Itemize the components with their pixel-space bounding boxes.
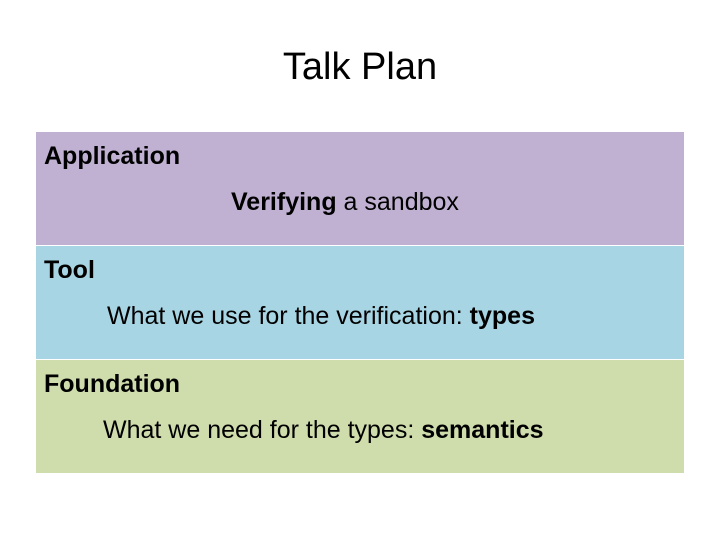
section-heading-tool: Tool [44,256,95,284]
section-tool: Tool What we use for the verification: t… [36,246,684,359]
section-detail-application: Verifying a sandbox [231,186,459,218]
slide-title: Talk Plan [282,46,438,88]
section-heading-application: Application [44,142,181,170]
section-detail-tool: What we use for the verification: types [107,300,535,332]
section-heading-foundation: Foundation [44,370,181,398]
detail-emphasis: semantics [421,416,544,444]
detail-emphasis: types [469,302,535,330]
detail-text: a sandbox [336,188,459,216]
section-detail-foundation: What we need for the types: semantics [103,414,544,446]
detail-text: What we need for the types: [103,416,422,444]
detail-emphasis: Verifying [231,188,337,216]
detail-text: What we use for the verification: [107,302,470,330]
section-application: Application Verifying a sandbox [36,132,684,245]
section-foundation: Foundation What we need for the types: s… [36,360,684,473]
